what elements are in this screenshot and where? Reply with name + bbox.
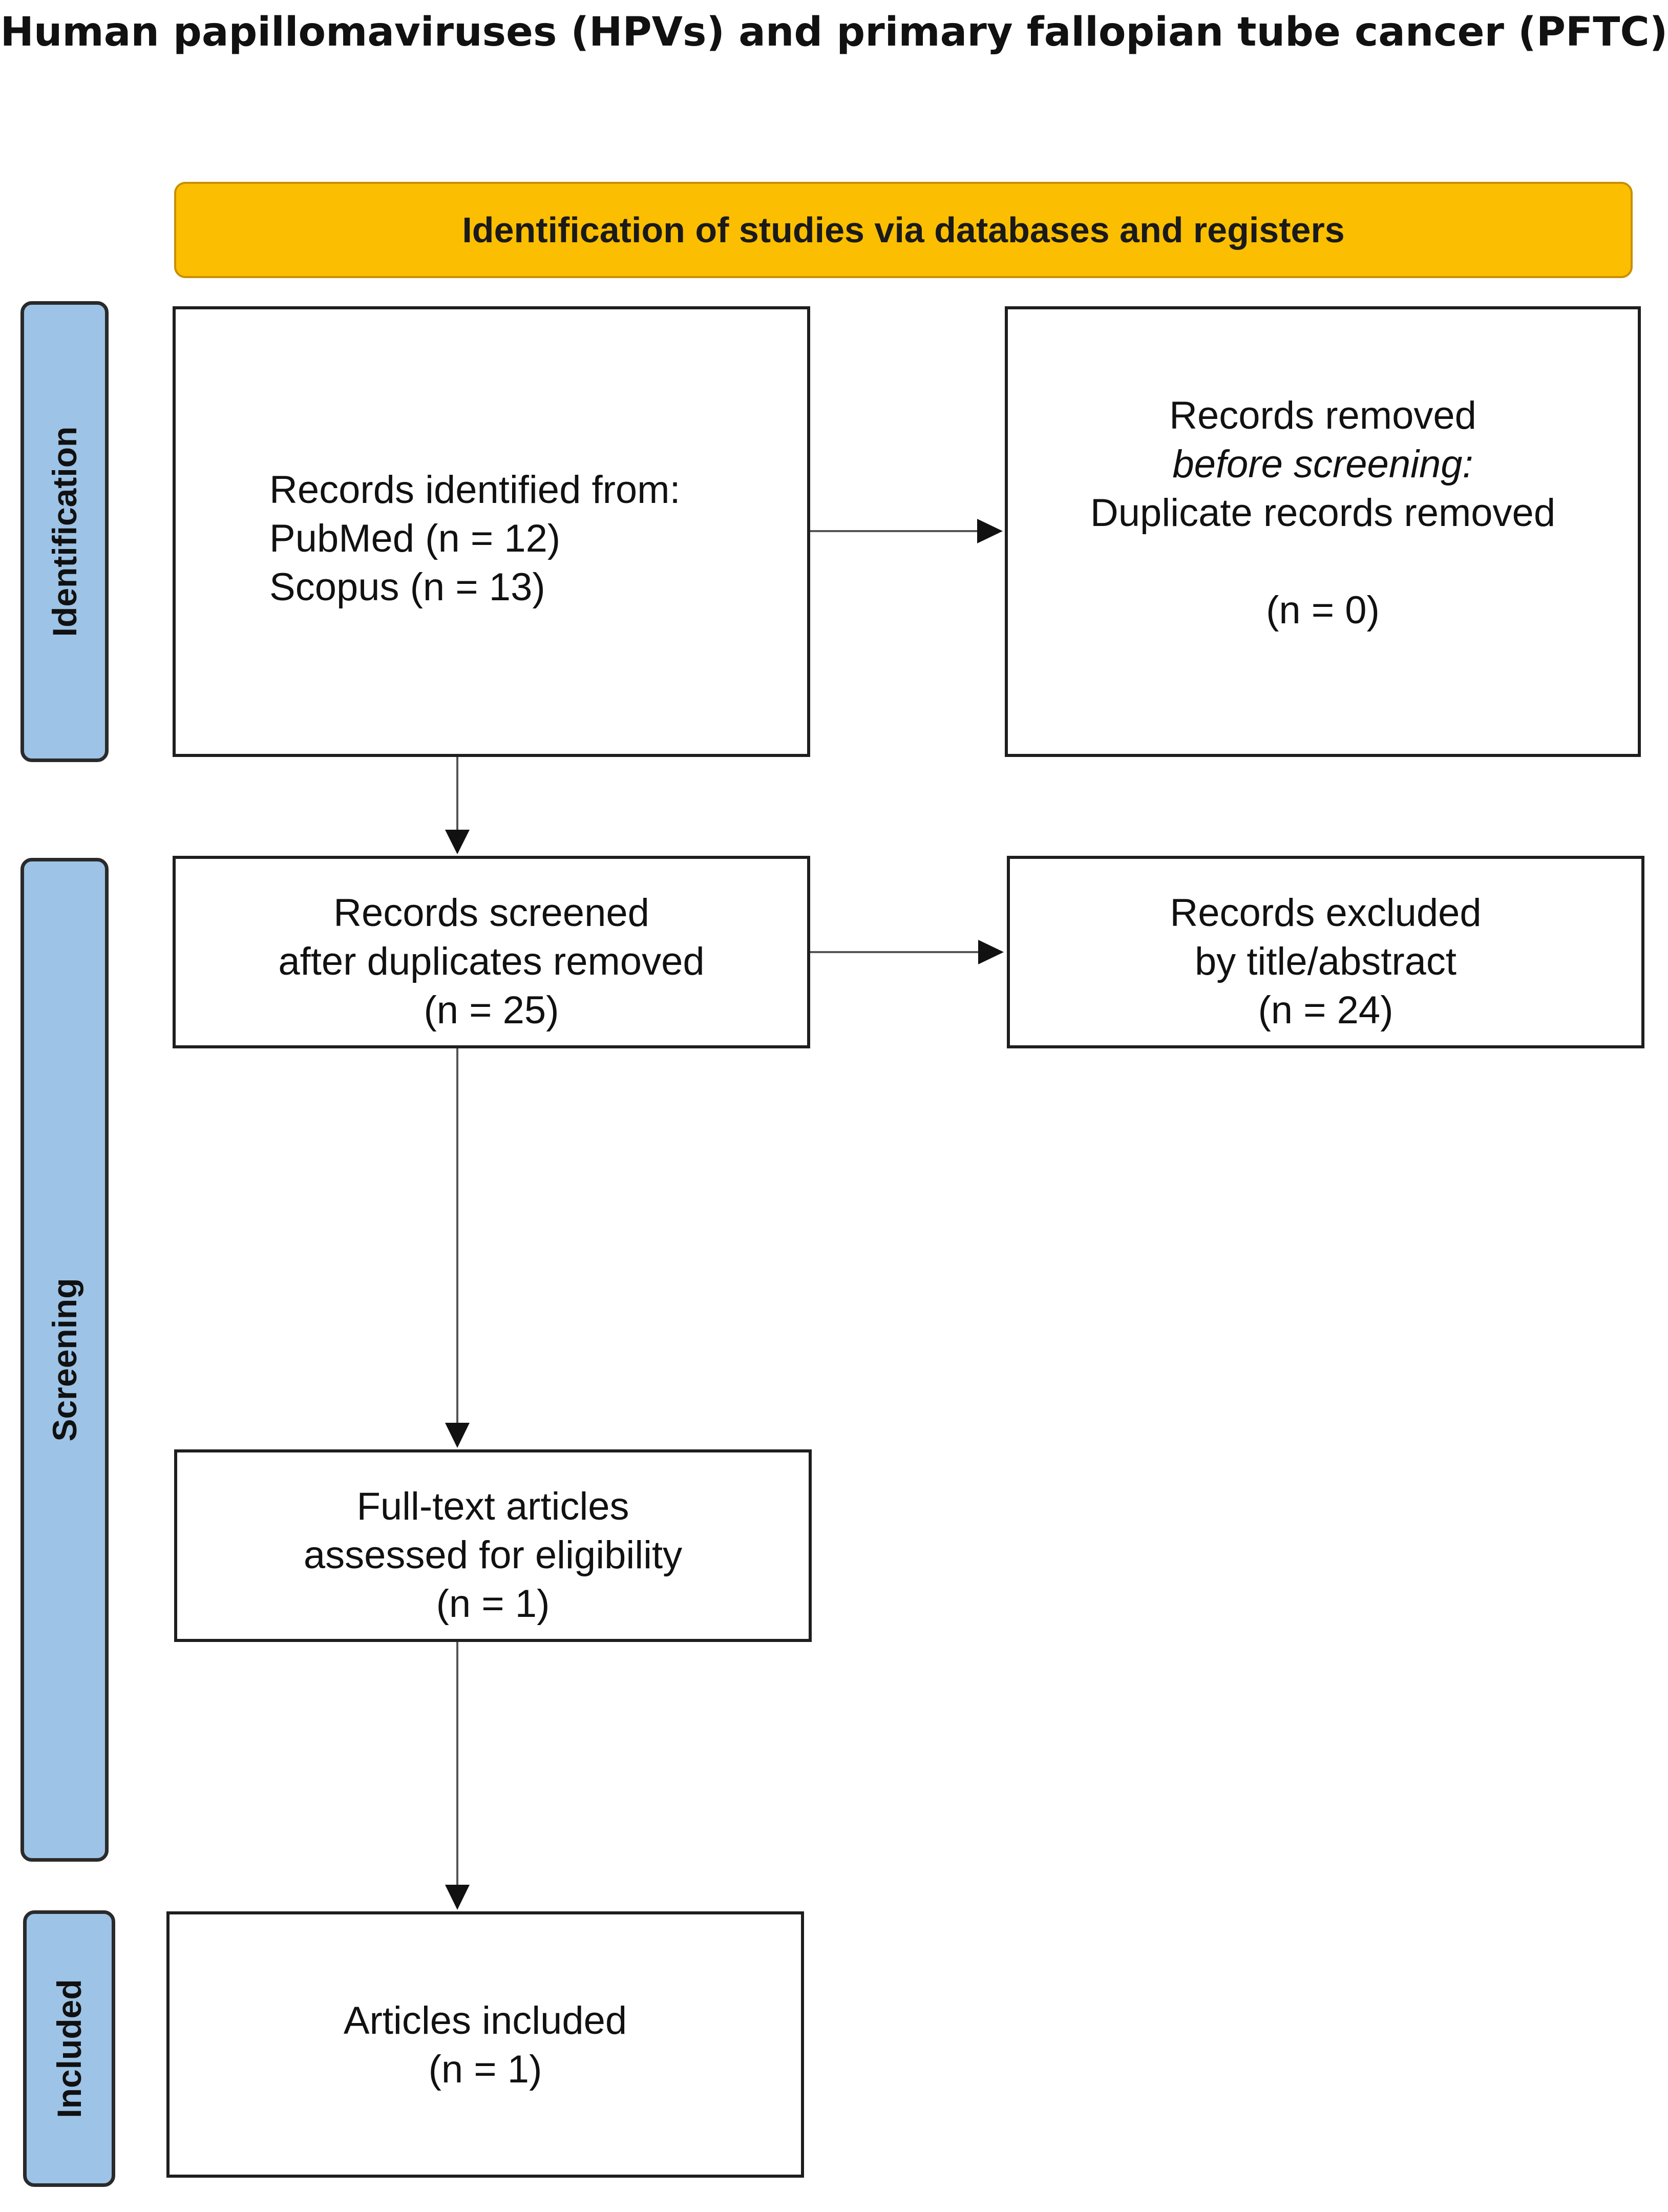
records-screened-line1: Records screened xyxy=(333,891,649,935)
records-identified-pubmed: PubMed (n = 12) xyxy=(269,517,561,560)
records-screened-box: Records screened after duplicates remove… xyxy=(173,856,810,1048)
phase-identification: Identification xyxy=(20,301,109,762)
records-excluded-line2: by title/abstract xyxy=(1194,940,1457,983)
full-text-count: (n = 1) xyxy=(436,1582,550,1626)
records-removed-count: (n = 0) xyxy=(1266,588,1380,632)
records-removed-line1: Records removed xyxy=(1169,394,1476,437)
identification-banner: Identification of studies via databases … xyxy=(174,182,1633,278)
articles-included-box: Articles included (n = 1) xyxy=(166,1911,804,2178)
records-removed-box: Records removed before screening: Duplic… xyxy=(1005,306,1641,757)
arrowhead-excluded xyxy=(978,940,1004,964)
records-removed-line3: Duplicate records removed xyxy=(1090,491,1556,535)
full-text-box: Full-text articles assessed for eligibil… xyxy=(174,1449,812,1642)
records-excluded-box: Records excluded by title/abstract (n = … xyxy=(1007,856,1644,1048)
records-excluded-count: (n = 24) xyxy=(1258,988,1393,1032)
records-identified-heading: Records identified from: xyxy=(269,468,681,512)
phase-screening: Screening xyxy=(20,858,109,1862)
arrowhead-included xyxy=(445,1885,470,1910)
articles-included-line1: Articles included xyxy=(343,1999,627,2042)
arrowhead-fulltext xyxy=(445,1423,470,1448)
arrowhead-screened xyxy=(445,830,470,854)
records-screened-count: (n = 25) xyxy=(424,988,559,1032)
diagram-title: Human papillomaviruses (HPVs) and primar… xyxy=(0,9,1668,55)
arrowhead-removed xyxy=(977,519,1003,543)
full-text-line1: Full-text articles xyxy=(356,1485,629,1528)
banner-label: Identification of studies via databases … xyxy=(462,210,1345,250)
full-text-line2: assessed for eligibility xyxy=(303,1533,683,1577)
records-removed-line2: before screening: xyxy=(1172,443,1473,486)
records-excluded-line1: Records excluded xyxy=(1170,891,1482,935)
articles-included-count: (n = 1) xyxy=(428,2048,542,2091)
records-identified-scopus: Scopus (n = 13) xyxy=(269,565,545,609)
phase-included: Included xyxy=(23,1910,115,2187)
records-screened-line2: after duplicates removed xyxy=(278,940,705,983)
records-identified-box: Records identified from: PubMed (n = 12)… xyxy=(173,306,810,757)
